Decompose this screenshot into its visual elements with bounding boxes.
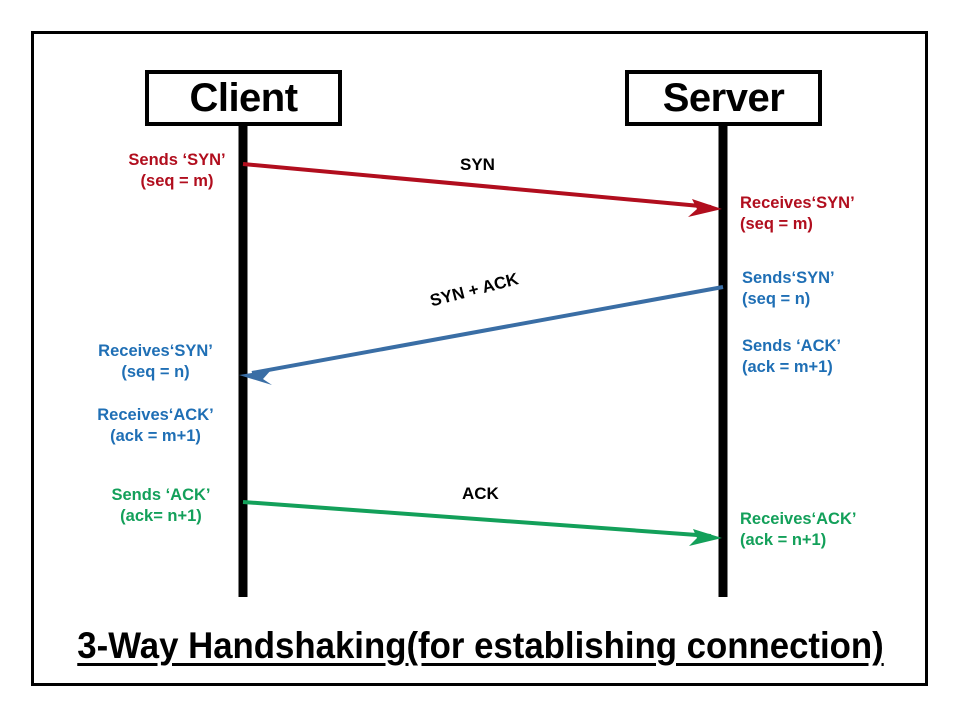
note-line-1: Sends‘SYN’ <box>742 269 835 287</box>
note-line-2: (ack = m+1) <box>742 358 833 377</box>
note-line-2: (ack= n+1) <box>120 507 202 526</box>
server-label: Server <box>662 75 785 120</box>
server-node: Server <box>625 70 822 126</box>
note-line-1: Sends ‘SYN’ <box>128 151 226 169</box>
note-line-1: Receives‘SYN’ <box>98 342 213 360</box>
message-label-syn: SYN <box>460 155 495 174</box>
note-server-receive-ack: Receives‘ACK’ (ack = n+1) <box>740 509 910 552</box>
note-line-1: Sends ‘ACK’ <box>111 486 211 504</box>
note-line-1: Receives‘ACK’ <box>97 406 214 424</box>
client-node: Client <box>145 70 342 126</box>
note-server-send-syn: Sends‘SYN’ (seq = n) <box>742 268 902 311</box>
diagram-caption: 3-Way Handshaking(for establishing conne… <box>77 625 884 666</box>
note-line-1: Sends ‘ACK’ <box>742 337 842 355</box>
message-label-ack: ACK <box>462 484 499 503</box>
note-client-send-syn: Sends ‘SYN’ (seq = m) <box>102 150 252 193</box>
note-line-1: Receives‘ACK’ <box>740 510 857 528</box>
note-line-2: (ack = n+1) <box>740 531 827 550</box>
note-line-2: (seq = n) <box>742 290 811 309</box>
note-client-receive-ack: Receives‘ACK’ (ack = m+1) <box>78 405 233 448</box>
note-line-1: Receives‘SYN’ <box>740 194 855 212</box>
client-label: Client <box>189 75 298 120</box>
note-client-send-ack: Sends ‘ACK’ (ack= n+1) <box>86 485 236 528</box>
note-server-send-ack: Sends ‘ACK’ (ack = m+1) <box>742 336 902 379</box>
note-line-2: (seq = m) <box>140 172 214 191</box>
note-server-receive-syn: Receives‘SYN’ (seq = m) <box>740 193 900 236</box>
note-line-2: (ack = m+1) <box>110 427 201 446</box>
note-line-2: (seq = n) <box>121 363 190 382</box>
note-line-2: (seq = m) <box>740 215 813 234</box>
note-client-receive-syn: Receives‘SYN’ (seq = n) <box>78 341 233 384</box>
